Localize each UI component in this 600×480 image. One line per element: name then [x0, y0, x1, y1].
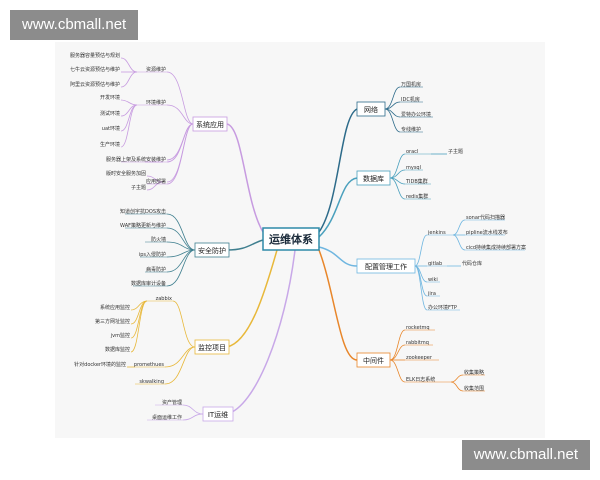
leaf-node[interactable]: ELK日志系统: [406, 376, 435, 383]
leaf-node[interactable]: jenkins: [427, 230, 446, 236]
branch-system-label: 系统应用: [196, 120, 224, 129]
leaf-node[interactable]: pipline流水线发布: [466, 229, 508, 236]
branch-middleware-label: 中间件: [363, 356, 384, 365]
leaf-node[interactable]: oracl: [406, 149, 418, 155]
leaf-node[interactable]: 测试环境: [100, 110, 120, 117]
branch-monitor[interactable]: 监控项目: [194, 339, 230, 355]
leaf-node[interactable]: 阿里云资源预估与维护: [70, 81, 120, 88]
leaf-node[interactable]: 代码仓库: [462, 260, 482, 267]
branch-it[interactable]: IT运维: [202, 406, 234, 422]
leaf-node[interactable]: 办公环境FTP: [428, 304, 457, 311]
branch-config[interactable]: 配置管理工作: [356, 258, 416, 274]
leaf-node[interactable]: jira: [427, 291, 436, 297]
link-center-monitor: [226, 249, 278, 348]
leaf-node[interactable]: jvm监控: [110, 332, 130, 339]
leaf-node[interactable]: redis集群: [406, 193, 428, 200]
leaf-node[interactable]: 子主题: [131, 184, 146, 191]
leaf-node[interactable]: 桌面运维工作: [152, 414, 182, 421]
leaf-node[interactable]: cicd持续集成持续部署方案: [466, 244, 526, 251]
leaf-node[interactable]: IDC机房: [401, 96, 420, 103]
branch-database-label: 数据库: [363, 174, 384, 183]
leaf-node[interactable]: uat环境: [102, 125, 120, 132]
leaf-node[interactable]: 针对docker环境的监控: [74, 361, 126, 368]
leaf-node[interactable]: sonar代码扫描器: [466, 214, 505, 221]
mindmap-canvas: 运维体系 网络 数据库 配置管理工作 中间件 系统应用 安全防护 监控项目 IT…: [55, 42, 545, 438]
leaf-node[interactable]: 数据库审计设备: [131, 280, 166, 287]
link-center-network: [318, 108, 358, 233]
leaf-node[interactable]: 防火墙: [151, 236, 166, 243]
leaf-node[interactable]: 系统应用监控: [100, 304, 130, 311]
leaf-node[interactable]: wiki: [428, 277, 438, 283]
watermark-bottom: www.cbmall.net: [461, 440, 590, 470]
leaf-node[interactable]: zabbix: [156, 296, 172, 302]
link-center-database: [318, 177, 358, 238]
branch-security-label: 安全防护: [198, 246, 226, 255]
leaf-node[interactable]: TIDB集群: [405, 178, 428, 185]
link-center-it: [226, 249, 296, 415]
leaf-node[interactable]: gitlab: [428, 261, 442, 267]
leaf-node[interactable]: 应用部署: [146, 178, 166, 185]
leaf-node[interactable]: 万国机房: [401, 81, 421, 88]
leaf-node[interactable]: skwalking: [139, 379, 164, 385]
leaf-node[interactable]: rocketmq: [406, 325, 430, 331]
branch-system[interactable]: 系统应用: [192, 116, 228, 132]
link-center-security: [226, 239, 264, 251]
leaf-node[interactable]: 专线维护: [401, 126, 421, 133]
leaf-node[interactable]: 生产环境: [100, 141, 120, 148]
link-center-middleware: [318, 249, 358, 361]
leaf-node[interactable]: promethues: [134, 362, 165, 368]
leaf-node[interactable]: rabbitmq: [406, 340, 429, 346]
watermark-top: www.cbmall.net: [10, 10, 139, 40]
leaf-node[interactable]: 版时安全服务加固: [106, 170, 146, 177]
leaf-node[interactable]: 子主题: [448, 148, 463, 155]
branch-config-label: 配置管理工作: [365, 262, 407, 271]
leaf-node[interactable]: WAF策略更新与维护: [120, 222, 166, 229]
leaf-node[interactable]: 资产管理: [162, 399, 182, 406]
leaf-node[interactable]: 病毒防护: [146, 266, 166, 273]
leaf-node[interactable]: 开发环境: [100, 94, 120, 101]
branch-security[interactable]: 安全防护: [194, 242, 230, 258]
center-node[interactable]: [262, 227, 320, 251]
branch-middleware[interactable]: 中间件: [356, 352, 391, 368]
leaf-node[interactable]: zookeeper: [406, 355, 433, 361]
branch-it-label: IT运维: [208, 410, 228, 419]
leaf-node[interactable]: mysql: [406, 165, 421, 171]
link-center-system: [226, 123, 264, 233]
leaf-node[interactable]: 资源维护: [146, 66, 166, 73]
leaf-node[interactable]: 收集策略: [464, 369, 484, 376]
branch-monitor-label: 监控项目: [198, 343, 226, 352]
leaf-node[interactable]: 数据库监控: [105, 346, 130, 353]
branch-database[interactable]: 数据库: [356, 170, 391, 186]
leaf-node[interactable]: 爱特办公环境: [401, 111, 431, 118]
branch-network-label: 网络: [364, 105, 378, 114]
leaf-node[interactable]: 七牛云资源预估与维护: [70, 66, 120, 73]
link-center-config: [318, 246, 358, 267]
leaf-node[interactable]: 收集范围: [464, 385, 484, 392]
leaf-node[interactable]: 服务器容量预估与规划: [70, 52, 120, 59]
mindmap-svg: 运维体系 网络 数据库 配置管理工作 中间件 系统应用 安全防护 监控项目 IT…: [70, 52, 526, 422]
leaf-node[interactable]: 环境维护: [146, 99, 166, 106]
branch-network[interactable]: 网络: [356, 101, 386, 117]
center-label: 运维体系: [269, 232, 313, 246]
leaf-node[interactable]: 知道创宇抗DOS攻击: [120, 208, 166, 215]
leaf-node[interactable]: 第三方网址监控: [95, 318, 130, 325]
leaf-node[interactable]: ips入侵防护: [139, 251, 166, 258]
leaf-node[interactable]: 服务器上架及系统安装维护: [106, 156, 166, 163]
